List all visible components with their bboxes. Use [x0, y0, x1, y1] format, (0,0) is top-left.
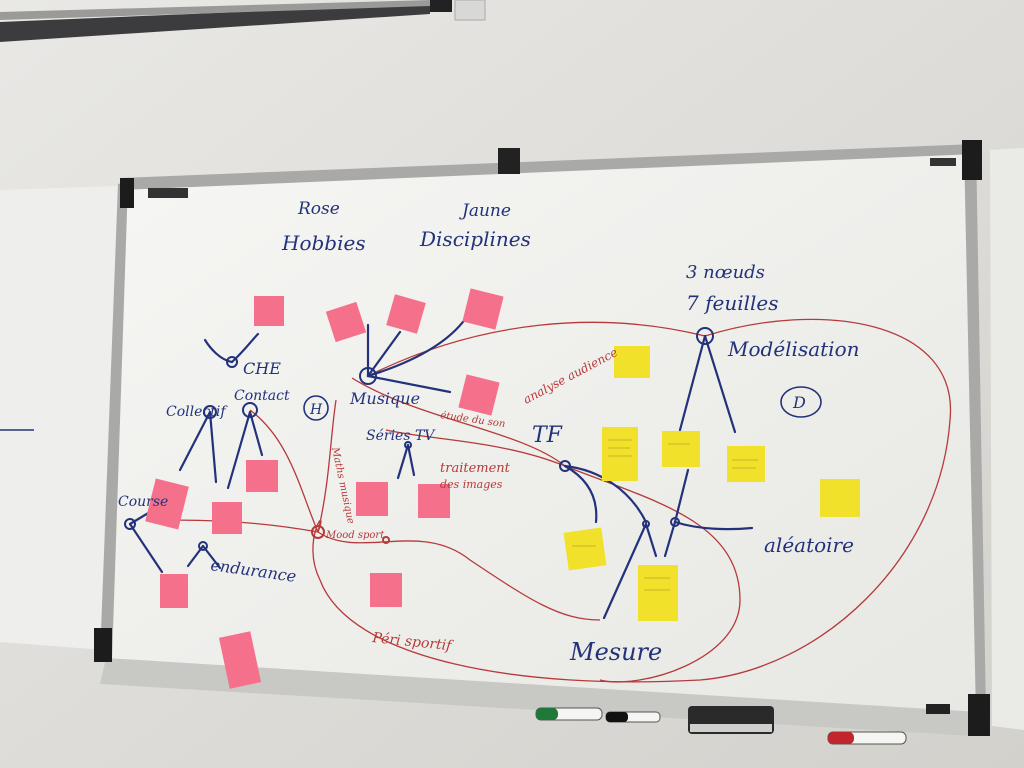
note-scribbles	[572, 439, 758, 591]
projector-screen-housing	[0, 0, 486, 42]
yellow-sticky-note[interactable]	[820, 479, 860, 517]
main-whiteboard	[94, 140, 990, 736]
yellow-sticky-note[interactable]	[602, 427, 638, 481]
svg-text:D: D	[792, 393, 806, 412]
label-course: Course	[118, 494, 168, 510]
heading-hobbies: Hobbies	[281, 231, 366, 255]
pink-sticky-note[interactable]	[458, 374, 500, 416]
pink-sticky-note[interactable]	[356, 482, 388, 516]
yellow-sticky-note[interactable]	[638, 565, 678, 621]
pink-sticky-note[interactable]	[325, 301, 367, 343]
pink-sticky-note[interactable]	[370, 573, 402, 607]
yellow-sticky-notes	[563, 346, 860, 621]
annotation-traitement: traitement	[440, 461, 511, 476]
left-side-board	[0, 186, 118, 650]
label-contact: Contact	[234, 388, 290, 404]
blue-branches	[128, 316, 754, 620]
label-modelisation: Modélisation	[727, 337, 860, 361]
label-collectif: Collectif	[166, 404, 228, 420]
heading-rose: Rose	[297, 199, 340, 219]
pink-sticky-notes	[145, 288, 504, 689]
label-musique: Musique	[349, 389, 420, 408]
marker-tray	[535, 706, 907, 745]
count-leaves: 7 feuilles	[686, 291, 779, 315]
pink-sticky-note[interactable]	[254, 296, 284, 326]
heading-disciplines: Disciplines	[419, 227, 531, 251]
yellow-sticky-note[interactable]	[727, 446, 765, 482]
pink-sticky-note[interactable]	[218, 631, 262, 689]
pink-sticky-note[interactable]	[246, 460, 278, 492]
count-nodes: 3 nœuds	[686, 262, 765, 283]
heading-jaune: Jaune	[459, 201, 511, 221]
pink-sticky-note[interactable]	[386, 294, 426, 334]
red-knots	[311, 525, 390, 544]
circle-h-marker: H	[303, 395, 329, 421]
label-che: CHE	[243, 359, 281, 378]
circle-d-marker: D	[780, 386, 822, 418]
pink-sticky-note[interactable]	[145, 478, 189, 530]
pink-sticky-note[interactable]	[160, 574, 188, 608]
pink-sticky-note[interactable]	[418, 484, 450, 518]
label-mesure: Mesure	[569, 638, 662, 666]
pink-sticky-note[interactable]	[462, 288, 504, 330]
label-tf: TF	[532, 423, 563, 448]
pink-sticky-note[interactable]	[212, 502, 242, 534]
right-side-board	[990, 148, 1024, 730]
svg-text:H: H	[309, 402, 323, 418]
annotation-mood-sport: Mood sport	[325, 530, 385, 541]
label-series-tv: Séries TV	[366, 428, 436, 444]
node-knots	[124, 327, 714, 551]
label-aleatoire: aléatoire	[764, 533, 854, 557]
annotation-des-images: des images	[440, 478, 503, 491]
yellow-sticky-note[interactable]	[662, 431, 700, 467]
yellow-sticky-note[interactable]	[563, 527, 607, 571]
yellow-sticky-note[interactable]	[614, 346, 650, 378]
